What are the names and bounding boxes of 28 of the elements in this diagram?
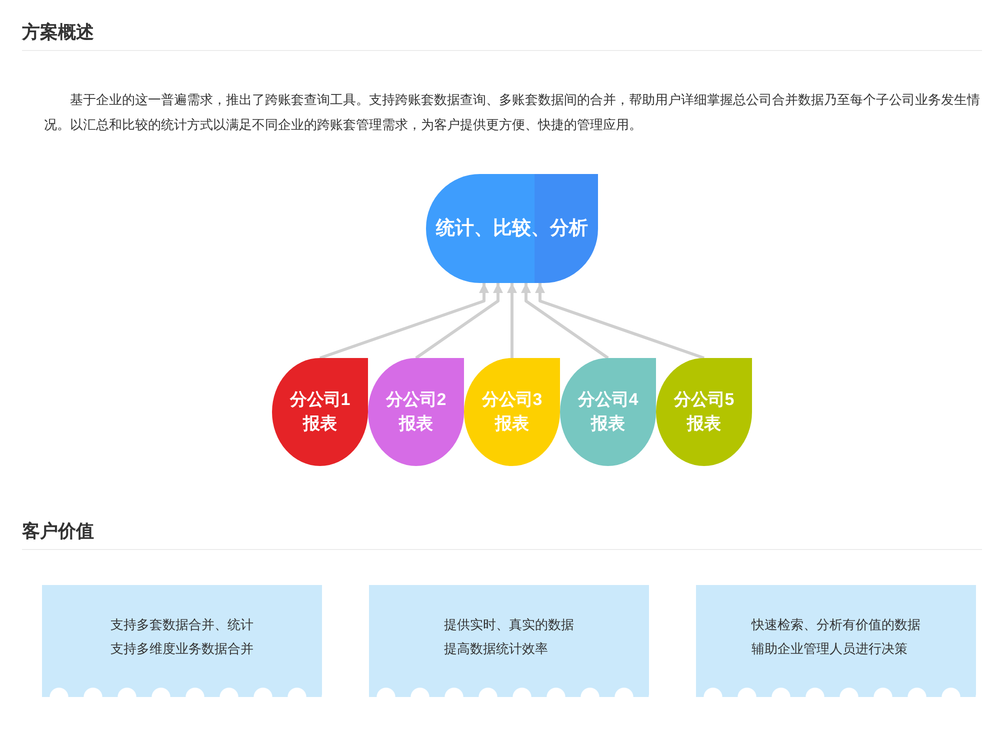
node-label: 分公司1报表 — [288, 389, 352, 435]
value-card — [696, 585, 976, 697]
node-label: 统计、比较、分析 — [436, 216, 588, 240]
section-heading: 方案概述 — [22, 21, 94, 44]
result-node — [426, 174, 598, 283]
card-text: 提高数据统计效率 — [444, 640, 549, 658]
value-card — [42, 585, 322, 697]
node-label: 分公司2报表 — [384, 389, 448, 435]
arrow — [535, 283, 704, 360]
arrow — [521, 283, 609, 360]
node-label: 分公司3报表 — [480, 389, 544, 435]
report-node — [560, 358, 656, 466]
arrow — [320, 283, 489, 360]
report-node — [656, 358, 752, 466]
value-card — [369, 585, 649, 697]
arrow — [507, 283, 517, 358]
report-node — [464, 358, 560, 466]
node-label: 分公司5报表 — [672, 389, 736, 435]
section-heading: 客户价值 — [22, 520, 94, 543]
arrow — [415, 283, 503, 360]
card-text: 辅助企业管理人员进行决策 — [752, 640, 908, 658]
node-label: 分公司4报表 — [576, 389, 640, 435]
card-text: 支持多维度业务数据合并 — [110, 640, 254, 658]
card-text: 快速检索、分析有价值的数据 — [752, 616, 920, 634]
intro-paragraph: 基于企业的这一普遍需求，推出了跨账套查询工具。支持跨账套数据查询、多账套数据间的合并，帮助用户详细掌握总公司合并数据乃至每个子公司业务发生情况。以汇总和比较的统计方式以满足不同企业的跨账套管理需求，为客户提供更方便、快捷的管理应用。 — [44, 91, 981, 134]
card-text: 提供实时、真实的数据 — [444, 616, 574, 634]
card-text: 支持多套数据合并、统计 — [110, 616, 254, 634]
report-node — [368, 358, 464, 466]
